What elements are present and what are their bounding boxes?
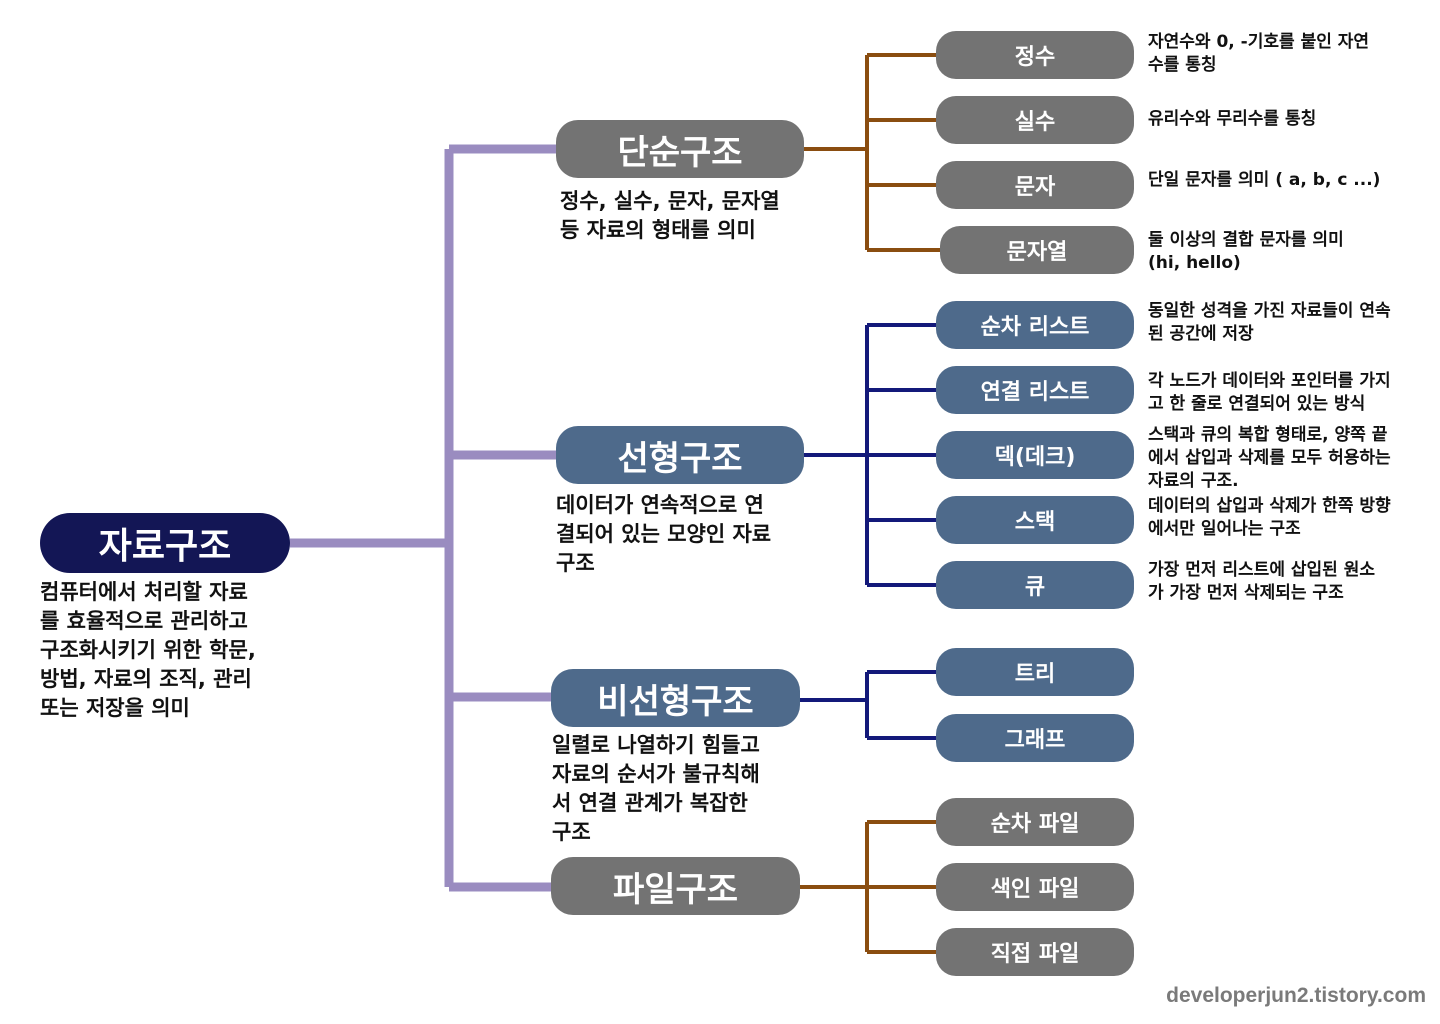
nonlinear-structure-connector: [800, 670, 936, 740]
branch-label: 파일구조: [612, 869, 739, 910]
node-sequential-file: 순차 파일: [936, 798, 1134, 846]
node-string: 문자열: [940, 226, 1134, 274]
node-label: 스택: [1014, 510, 1056, 535]
node-integer-description: 자연수와 0, -기호를 붙인 자연 수를 통칭: [1148, 32, 1370, 75]
node-sequential-list-description: 동일한 성격을 가진 자료들이 연속 된 공간에 저장: [1148, 301, 1391, 344]
watermark: developerjun2.tistory.com: [1166, 984, 1426, 1007]
node-label: 순차 리스트: [980, 315, 1090, 340]
simple-structure-connector: [804, 53, 940, 252]
node-real-number: 실수: [936, 96, 1134, 144]
node-label: 큐: [1024, 575, 1046, 600]
node-tree: 트리: [936, 648, 1134, 696]
branch-simple-description: 정수, 실수, 문자, 문자열 등 자료의 형태를 의미: [560, 189, 780, 242]
branch-file-structure: 파일구조: [551, 857, 800, 915]
node-character: 문자: [936, 161, 1134, 209]
node-graph: 그래프: [936, 714, 1134, 762]
node-queue: 큐: [936, 561, 1134, 609]
branch-label: 단순구조: [617, 132, 743, 173]
node-label: 연결 리스트: [980, 380, 1090, 405]
node-queue-description: 가장 먼저 리스트에 삽입된 원소 가 가장 먼저 삭제되는 구조: [1148, 560, 1375, 603]
node-label: 문자: [1014, 175, 1056, 200]
node-direct-file: 직접 파일: [936, 928, 1134, 976]
branch-label: 선형구조: [617, 438, 743, 479]
node-deque: 덱(데크): [936, 431, 1134, 479]
root-description: 컴퓨터에서 처리할 자료 를 효율적으로 관리하고 구조화시키기 위한 학문, …: [40, 580, 256, 720]
branch-label: 비선형구조: [597, 681, 754, 722]
node-linked-list-description: 각 노드가 데이터와 포인터를 가지 고 한 줄로 연결되어 있는 방식: [1148, 371, 1391, 414]
file-structure-connector: [800, 820, 936, 954]
node-integer: 정수: [936, 31, 1134, 79]
branch-linear-structure: 선형구조: [556, 426, 804, 484]
node-character-description: 단일 문자를 의미 ( a, b, c ...): [1148, 170, 1381, 190]
node-string-description: 둘 이상의 결합 문자를 의미 (hi, hello): [1148, 230, 1344, 273]
branch-nonlinear-structure: 비선형구조: [551, 669, 800, 727]
node-deque-description: 스택과 큐의 복합 형태로, 양쪽 끝 에서 삽입과 삭제를 모두 허용하는 자…: [1148, 425, 1391, 491]
root-node: 자료구조: [40, 513, 290, 573]
node-sequential-list: 순차 리스트: [936, 301, 1134, 349]
node-label: 정수: [1014, 45, 1056, 70]
node-label: 실수: [1014, 110, 1056, 135]
node-label: 순차 파일: [990, 812, 1080, 837]
linear-structure-connector: [804, 323, 936, 587]
node-indexed-file: 색인 파일: [936, 863, 1134, 911]
node-label: 색인 파일: [990, 877, 1080, 902]
node-label: 그래프: [1004, 728, 1066, 753]
branch-linear-description: 데이터가 연속적으로 연 결되어 있는 모양인 자료 구조: [556, 493, 772, 575]
node-linked-list: 연결 리스트: [936, 366, 1134, 414]
branch-simple-structure: 단순구조: [556, 120, 804, 178]
node-label: 덱(데크): [994, 445, 1076, 470]
node-label: 직접 파일: [990, 942, 1080, 967]
node-label: 트리: [1014, 662, 1056, 687]
trunk-connector: [290, 144, 556, 892]
node-stack-description: 데이터의 삽입과 삭제가 한쪽 방향 에서만 일어나는 구조: [1148, 496, 1391, 539]
branch-nonlinear-description: 일렬로 나열하기 힘들고 자료의 순서가 불규칙해 서 연결 관계가 복잡한 구…: [552, 733, 760, 844]
node-label: 문자열: [1006, 240, 1068, 265]
root-label: 자료구조: [98, 526, 232, 567]
node-stack: 스택: [936, 496, 1134, 544]
node-real-number-description: 유리수와 무리수를 통칭: [1148, 109, 1317, 129]
